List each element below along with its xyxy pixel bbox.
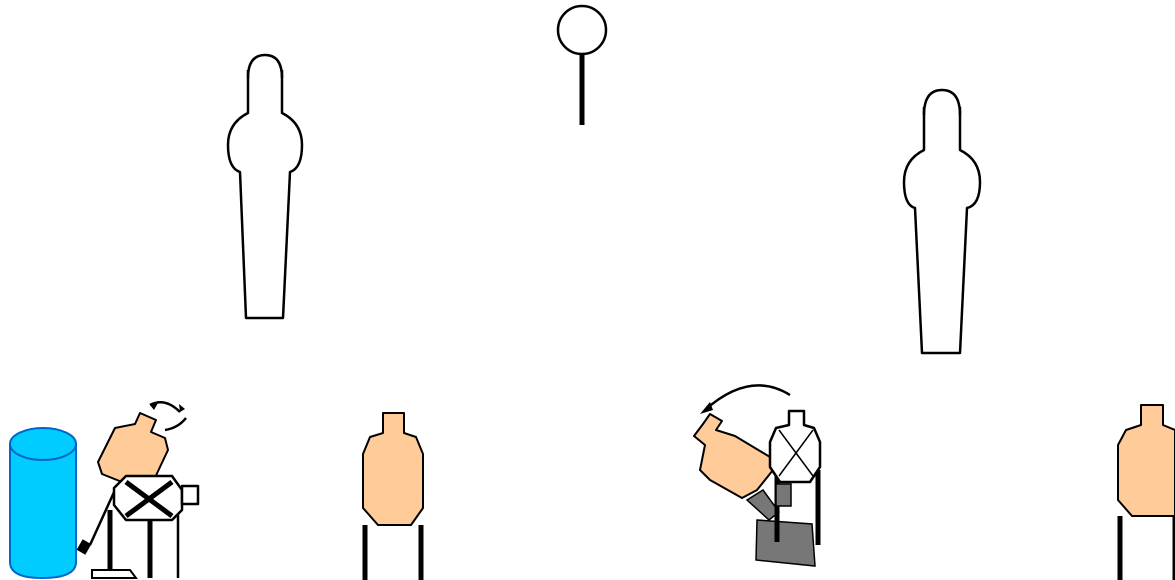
popper-left	[226, 53, 304, 320]
paper-target-right-edge	[1117, 404, 1175, 580]
no-shoot-right	[768, 409, 822, 545]
popper-right	[902, 88, 982, 355]
swinger-target	[76, 400, 187, 555]
no-shoot-left	[91, 474, 200, 579]
barrel	[9, 427, 77, 580]
drop-turner-target	[693, 384, 791, 499]
steel-plate-top	[556, 4, 608, 125]
paper-target-center-left	[362, 412, 424, 580]
